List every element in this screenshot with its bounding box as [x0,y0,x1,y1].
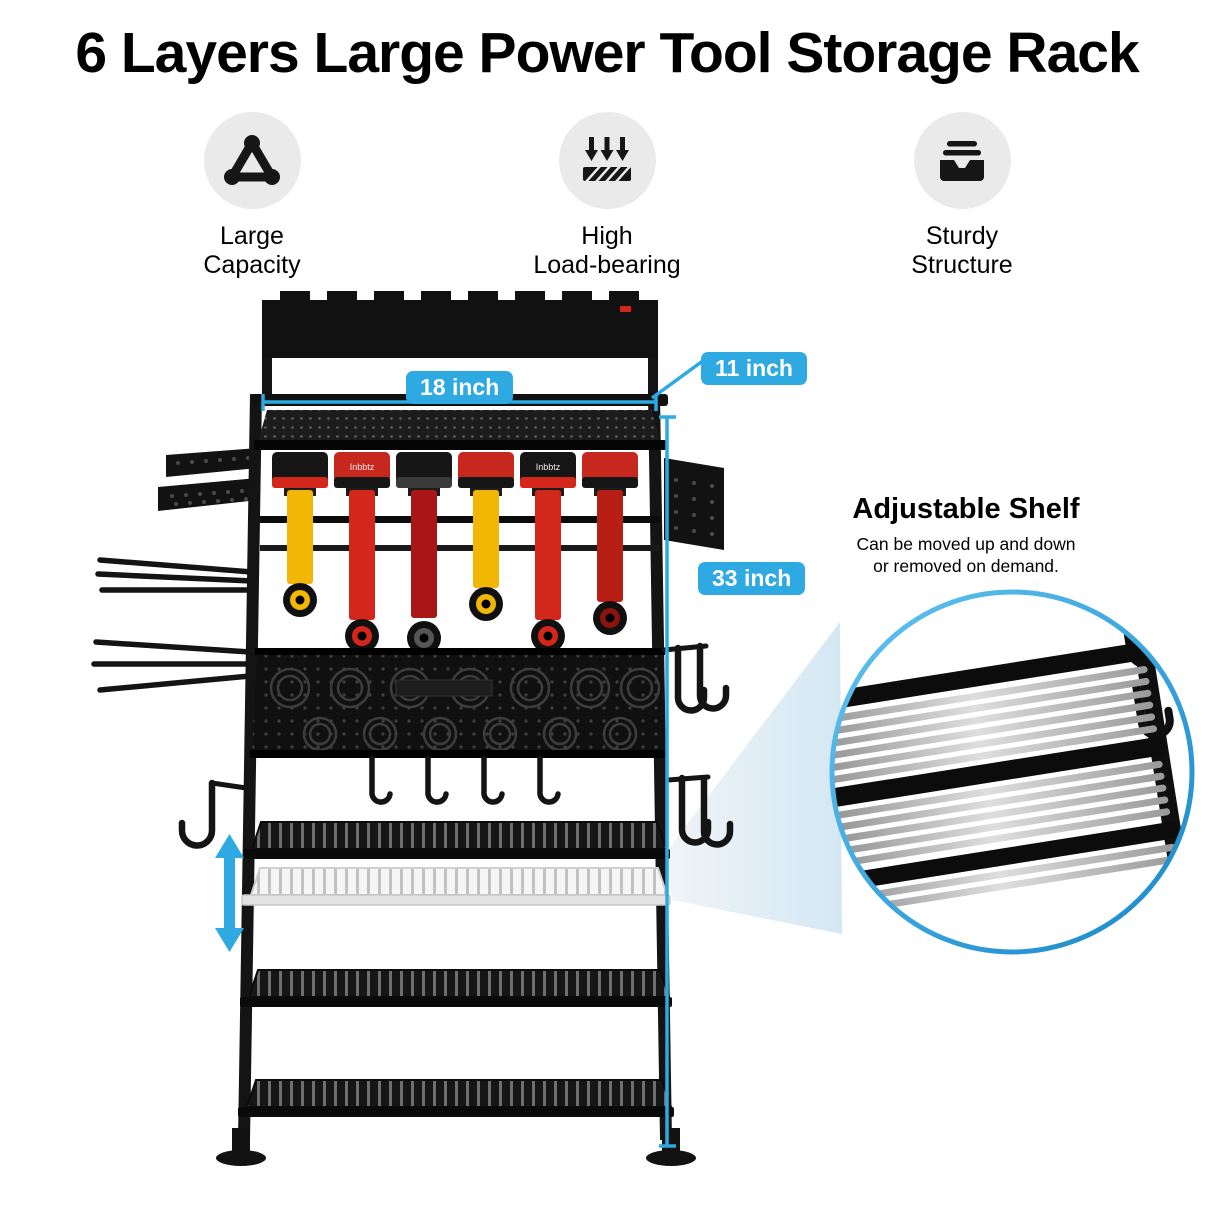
triangle-capacity-icon [203,112,301,209]
power-drill [582,452,638,635]
side-pegboard-right [664,458,724,550]
drill-brand-text: Inbbtz [350,462,375,472]
power-indicator-dot [620,306,631,312]
page-title: 6 Layers Large Power Tool Storage Rack [75,21,1139,85]
storage-basket [250,648,666,758]
power-drill: Inbbtz [334,452,390,653]
power-drill [396,452,452,655]
feature-list: Large Capacity High Load-bearing [0,112,1214,280]
adjustable-shelf-ghost [241,867,671,906]
feature-label: Sturdy Structure [911,222,1012,280]
inset-zoom-circle [829,589,1195,955]
callout-title: Adjustable Shelf [852,493,1080,525]
power-drills: Inbbtz Inbbtz [272,452,638,655]
tool-hanger-header [262,291,658,358]
up-down-arrow-icon [215,834,244,952]
depth-dimension-line [650,358,706,400]
depth-dimension-badge: 11 inch [701,352,807,385]
feature-large-capacity: Large Capacity [146,112,358,280]
power-drill: Inbbtz [520,452,576,653]
sturdy-tray-icon [913,112,1011,209]
callout-line: or removed on demand. [873,556,1059,577]
height-dimension-line [659,415,676,1148]
side-pegboard-panels [158,448,258,511]
feature-label-line: Capacity [203,251,301,279]
width-dimension-badge: 18 inch [406,371,514,404]
side-prong-rails [91,557,256,693]
wire-shelf [240,969,672,1007]
side-hooks-right [661,642,734,848]
zoom-wedge [666,622,842,934]
drill-rail [260,516,660,523]
feature-label-line: High [581,222,633,250]
wire-shelf [238,1079,674,1117]
basket-hooks [369,755,561,805]
side-hook-left [178,779,249,849]
height-dimension-badge: 33 inch [698,562,806,595]
feature-sturdy-structure: Sturdy Structure [856,112,1068,280]
feature-label-line: Structure [911,251,1013,279]
drill-rail [260,545,660,551]
feature-label-line: Load-bearing [533,251,681,279]
feature-high-load-bearing: High Load-bearing [501,112,713,280]
feature-label: High Load-bearing [533,222,680,280]
feature-label-line: Sturdy [925,222,999,250]
adjustable-shelf-callout: Adjustable Shelf Can be moved up and dow… [826,493,1106,578]
callout-line: Can be moved up and down [856,534,1076,554]
drill-brand-text: Inbbtz [536,462,561,472]
power-drill [272,452,328,617]
wire-shelf [243,821,670,859]
load-arrows-icon [558,112,656,209]
feature-label-line: Large [220,222,284,250]
power-drill [458,452,514,621]
rack-feet [216,1128,696,1166]
feature-label: Large Capacity [203,222,300,280]
